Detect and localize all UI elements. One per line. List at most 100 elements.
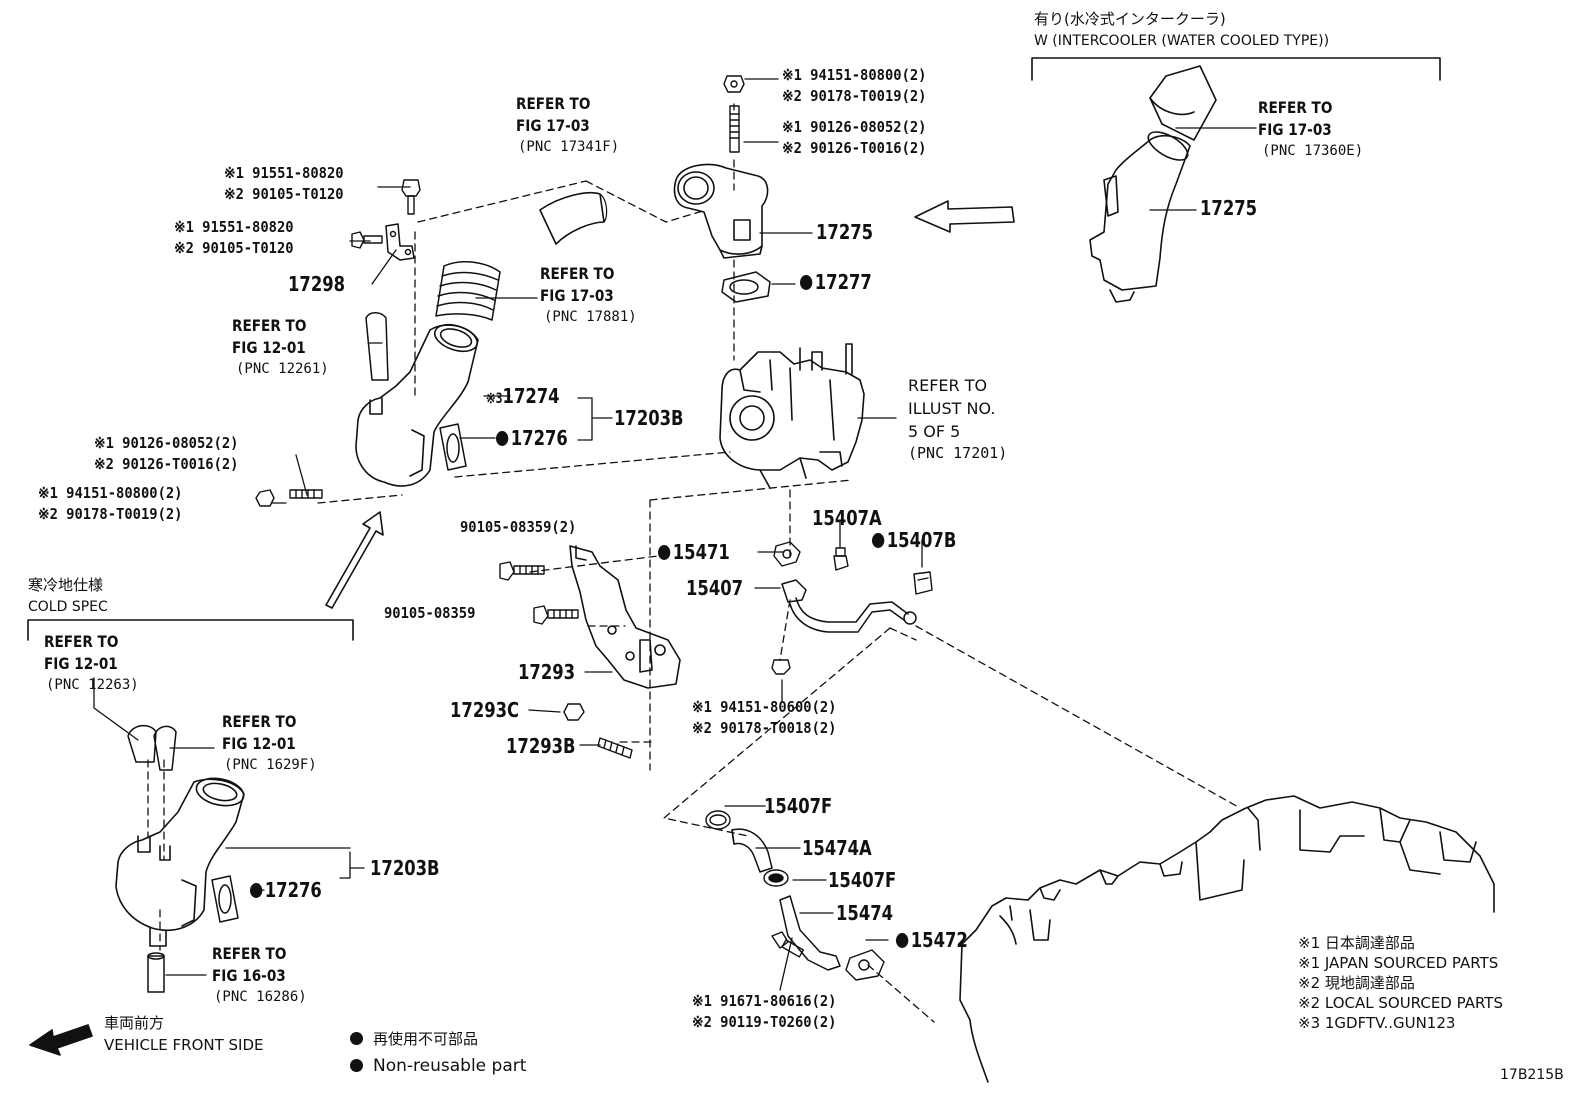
hose-17341F: [539, 191, 605, 245]
outlet-elbow-17275: [673, 163, 769, 259]
part-code: ※2 90126-T0016(2): [94, 455, 239, 473]
refer-illust-label: ILLUST NO.: [908, 399, 996, 418]
part-number-17276: 17276: [250, 880, 322, 900]
part-number-15407A: 15407A: [812, 506, 882, 530]
refer-fig-label: FIG 12-01: [222, 734, 296, 753]
union-bolt-15407A: [833, 547, 849, 571]
refer-fig-label: FIG 17-03: [516, 116, 590, 135]
vehicle-front-jp: 車両前方: [104, 1014, 165, 1032]
clamp-15407F: [763, 869, 789, 887]
part-number-15407: 15407: [686, 576, 744, 600]
part-number-17293: 17293: [518, 660, 576, 684]
refer-to-label: REFER TO: [44, 632, 119, 651]
non-reusable-dot-icon: [800, 275, 813, 290]
part-number-17276: 17276: [496, 428, 568, 448]
refer-fig-label: FIG 12-01: [44, 654, 118, 673]
cold-spec-title-jp: 寒冷地仕様: [28, 576, 104, 594]
refer-illust-page: 5 OF 5: [908, 422, 961, 441]
refer-to-label: REFER TO: [1258, 98, 1333, 117]
refer-to-label: REFER TO: [908, 376, 988, 395]
gasket-15472: [845, 949, 885, 981]
part-number-17274: ※317274: [486, 384, 560, 408]
part-number-17277: 17277: [800, 272, 872, 292]
part-code: ※2 90105-T0120: [224, 185, 344, 203]
part-code: ※1 91671-80616(2): [692, 992, 837, 1010]
gasket-15407B: [913, 571, 933, 595]
inlet-pipe-17203B-cold: [115, 777, 245, 947]
non-reusable-dot-icon: [250, 883, 263, 898]
part-code: ※1 91551-80820: [174, 218, 294, 236]
part-code: ※1 94151-80600(2): [692, 698, 837, 716]
part-code: ※2 90119-T0260(2): [692, 1013, 837, 1031]
gasket-17276: [439, 423, 467, 471]
vehicle-front-arrow: [29, 1024, 93, 1056]
part-number-15407F: 15407F: [828, 868, 897, 892]
part-code: 90105-08359(2): [460, 518, 577, 536]
legend-jp: 再使用不可部品: [350, 1032, 478, 1047]
part-code: ※2 90105-T0120: [174, 239, 294, 257]
gasket-15471: [773, 541, 801, 567]
hose-16286: [147, 952, 165, 993]
part-number-17275: 17275: [1200, 196, 1258, 220]
part-number-15471: 15471: [658, 542, 730, 562]
sourcing-note: ※3 1GDFTV..GUN123: [1298, 1014, 1456, 1032]
sourcing-note: ※2 LOCAL SOURCED PARTS: [1298, 994, 1503, 1012]
option-title-en: W (INTERCOOLER (WATER COOLED TYPE)): [1034, 33, 1330, 49]
part-number-15474: 15474: [836, 901, 894, 925]
oil-feed-pipe-15407: [781, 579, 917, 633]
part-number-15407F: 15407F: [764, 794, 833, 818]
stud-icon: [597, 737, 633, 759]
pnc-label: (PNC 12261): [236, 361, 329, 377]
refer-to-label: REFER TO: [212, 944, 287, 963]
hose-1629F: [153, 725, 177, 771]
bolt-icon: [351, 231, 383, 249]
part-number-17293C: 17293C: [450, 698, 520, 722]
hose-12261: [365, 312, 389, 381]
option-title-jp: 有り(水冷式インタークーラ): [1034, 10, 1226, 28]
non-reusable-dot-icon: [350, 1032, 363, 1045]
direction-arrow-up: [325, 511, 384, 609]
nut-icon: [723, 75, 745, 93]
non-reusable-dot-icon: [896, 933, 909, 948]
part-code: ※2 90178-T0019(2): [38, 505, 183, 523]
water-cooled-pipe-17275: [1089, 131, 1191, 303]
part-number-17203B: 17203B: [370, 856, 440, 880]
bolt-icon: [401, 179, 421, 215]
refer-fig-label: FIG 12-01: [232, 338, 306, 357]
cold-spec-bracket: [27, 619, 354, 641]
refer-fig-label: FIG 17-03: [1258, 120, 1332, 139]
non-reusable-dot-icon: [658, 545, 671, 560]
cold-spec-title-en: COLD SPEC: [28, 599, 108, 615]
bolt-icon: [533, 605, 579, 625]
pipe-15474: [779, 895, 841, 971]
direction-arrow-left: [914, 200, 1015, 233]
non-reusable-dot-icon: [496, 431, 509, 446]
part-number-17203B: 17203B: [614, 406, 684, 430]
nut-icon: [771, 659, 791, 675]
stud-icon: [729, 105, 740, 153]
sourcing-note: ※1 日本調達部品: [1298, 934, 1415, 952]
part-code: ※2 90178-T0019(2): [782, 87, 927, 105]
pnc-label: (PNC 17201): [908, 444, 1008, 462]
bolt-icon: [499, 561, 545, 581]
pnc-label: (PNC 1629F): [224, 757, 317, 773]
sourcing-note: ※1 JAPAN SOURCED PARTS: [1298, 954, 1499, 972]
pnc-label: (PNC 17881): [544, 309, 637, 325]
bracket-17298: [385, 223, 415, 261]
hose-17881: [435, 260, 501, 321]
gasket-17276-cold: [211, 875, 239, 923]
hose-15474A: [731, 828, 773, 873]
part-number-17298: 17298: [288, 272, 346, 296]
part-code: 90105-08359: [384, 604, 476, 622]
refer-fig-label: FIG 17-03: [540, 286, 614, 305]
part-code: ※1 91551-80820: [224, 164, 344, 182]
bolt-icon: [771, 931, 805, 958]
refer-to-label: REFER TO: [232, 316, 307, 335]
non-reusable-dot-icon: [872, 533, 885, 548]
refer-to-label: REFER TO: [222, 712, 297, 731]
inlet-pipe-17203B: [355, 323, 479, 487]
option-bracket: [1031, 57, 1441, 81]
engine-block: [959, 795, 1495, 1083]
part-number-15472: 15472: [896, 930, 968, 950]
